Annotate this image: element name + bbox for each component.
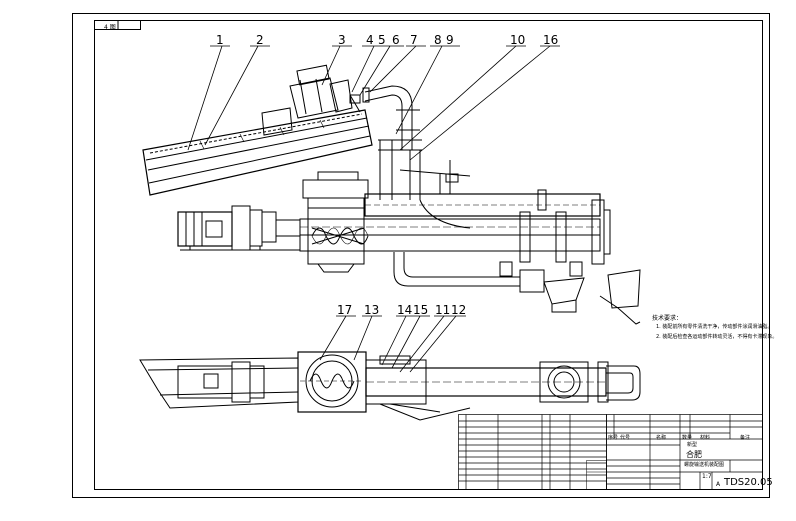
scale: 1:7 (702, 473, 712, 480)
drawing-frame (72, 13, 770, 498)
header-cell-6: 备注 (740, 435, 751, 441)
horizontal-screw-conveyor (299, 160, 611, 265)
part-label-15: 15 (413, 303, 429, 317)
header-cell-4: 数量 (682, 435, 693, 441)
title-block (606, 414, 763, 490)
header-cell-3: 名称 (656, 435, 667, 441)
feed-hopper (302, 171, 369, 273)
drive-motor (177, 205, 301, 251)
sheet-size: A (716, 481, 721, 488)
part-label-9: 9 (446, 33, 454, 47)
part-label-5: 5 (378, 33, 386, 47)
return-pipe (393, 252, 641, 325)
left-signature-block (586, 460, 607, 490)
part-label-12: 12 (451, 303, 467, 317)
drawing-code: TDS20.05 (724, 477, 773, 488)
part-label-13: 13 (364, 303, 380, 317)
part-label-6: 6 (392, 33, 400, 47)
part-label-8: 8 (434, 33, 442, 47)
drawing-name-line1: 新型 (687, 442, 698, 448)
part-label-3: 3 (338, 33, 346, 47)
tech-requirements-heading: 技术要求： (652, 315, 683, 322)
drawing-name: 螺旋输送机装配图 (684, 462, 725, 468)
elbow-pipe (362, 85, 422, 200)
company-name: 合肥 (686, 450, 702, 459)
leader-lines (187, 45, 560, 373)
header-cell-2: 代号 (620, 435, 631, 441)
part-label-4: 4 (366, 33, 374, 47)
header-cell-5: 材料 (700, 435, 711, 441)
inclined-conveyor (142, 64, 373, 196)
part-label-16: 16 (543, 33, 559, 47)
header-cell-1: 序号 (608, 435, 619, 441)
tech-requirement-1: 1. 装配前所有零件清洗干净，传动部件涂润滑油脂。 (656, 324, 773, 330)
tech-requirement-2: 2. 装配后检查各运动部件转动灵活，不得有卡滞现象。 (656, 334, 778, 340)
plan-view (139, 351, 641, 421)
part-label-7: 7 (410, 33, 418, 47)
part-label-14: 14 (397, 303, 413, 317)
part-label-11: 11 (435, 303, 451, 317)
part-label-2: 2 (256, 33, 264, 47)
corner-tag: 4 图 (104, 24, 116, 31)
part-label-1: 1 (216, 33, 224, 47)
inner-frame (94, 20, 763, 490)
parts-list (458, 414, 607, 490)
part-label-17: 17 (337, 303, 353, 317)
part-label-10: 10 (510, 33, 526, 47)
